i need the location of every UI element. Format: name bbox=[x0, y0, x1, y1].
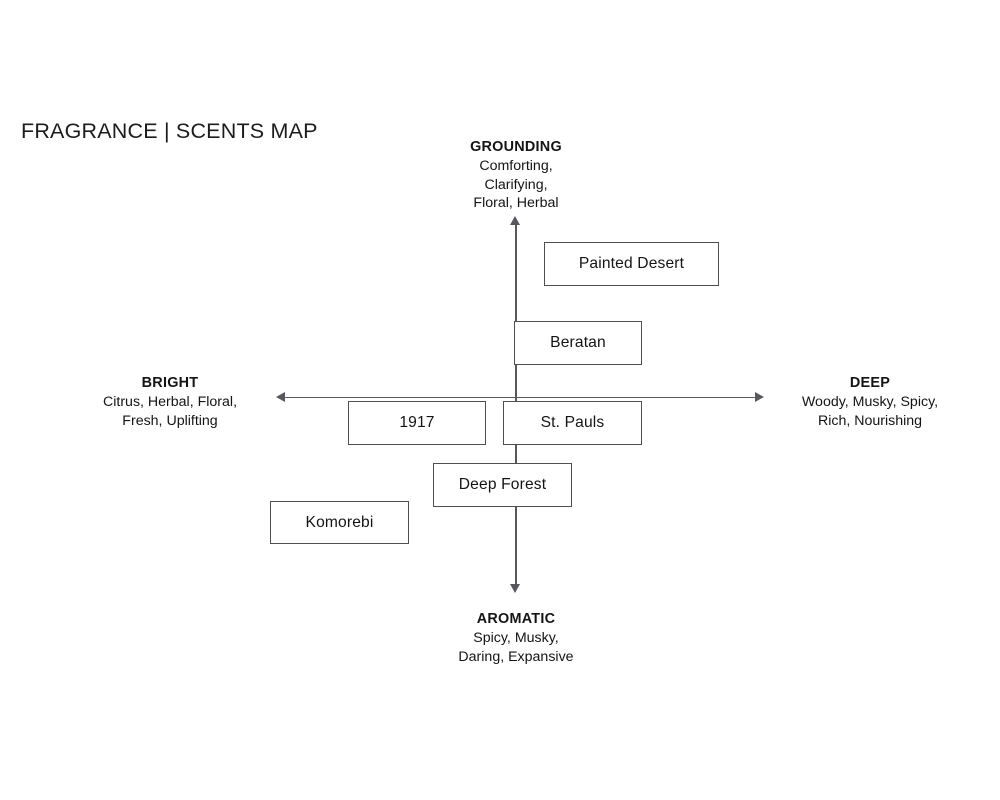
arrow-up-icon bbox=[510, 216, 520, 225]
scent-box-st-pauls[interactable]: St. Pauls bbox=[503, 401, 642, 445]
axis-pole-deep-line-1: Woody, Musky, Spicy, bbox=[801, 394, 939, 410]
scent-box-1917[interactable]: 1917 bbox=[348, 401, 486, 445]
axis-pole-grounding-line-1: Comforting, bbox=[479, 158, 553, 174]
arrow-down-icon bbox=[510, 584, 520, 593]
axis-pole-grounding-line-3: Floral, Herbal bbox=[473, 195, 559, 211]
axis-pole-bright-title: BRIGHT bbox=[141, 375, 199, 391]
axis-pole-grounding: GROUNDING Comforting, Clarifying, Floral… bbox=[400, 138, 632, 213]
arrow-right-icon bbox=[755, 392, 764, 402]
axis-pole-aromatic: AROMATIC Spicy, Musky, Daring, Expansive bbox=[400, 610, 632, 666]
axis-pole-bright: BRIGHT Citrus, Herbal, Floral, Fresh, Up… bbox=[68, 374, 272, 430]
scent-box-painted-desert[interactable]: Painted Desert bbox=[544, 242, 719, 286]
axis-pole-bright-line-2: Fresh, Uplifting bbox=[122, 412, 218, 429]
scent-box-deep-forest[interactable]: Deep Forest bbox=[433, 463, 572, 507]
axis-pole-aromatic-line-2: Daring, Expansive bbox=[458, 648, 574, 665]
axis-pole-grounding-title: GROUNDING bbox=[470, 139, 562, 155]
page-title: FRAGRANCE | SCENTS MAP bbox=[21, 119, 318, 143]
scent-box-komorebi[interactable]: Komorebi bbox=[270, 501, 409, 544]
arrow-left-icon bbox=[276, 392, 285, 402]
axis-pole-deep-title: DEEP bbox=[849, 375, 891, 391]
axis-pole-bright-line-1: Citrus, Herbal, Floral, bbox=[102, 394, 238, 410]
horizontal-axis-line bbox=[281, 396, 758, 399]
scent-box-beratan[interactable]: Beratan bbox=[514, 321, 642, 365]
axis-pole-aromatic-line-1: Spicy, Musky, bbox=[473, 630, 559, 646]
axis-pole-deep-line-2: Rich, Nourishing bbox=[817, 412, 923, 429]
axis-pole-deep: DEEP Woody, Musky, Spicy, Rich, Nourishi… bbox=[768, 374, 972, 430]
axis-pole-aromatic-title: AROMATIC bbox=[476, 611, 556, 627]
axis-pole-grounding-line-2: Clarifying, bbox=[484, 176, 548, 193]
